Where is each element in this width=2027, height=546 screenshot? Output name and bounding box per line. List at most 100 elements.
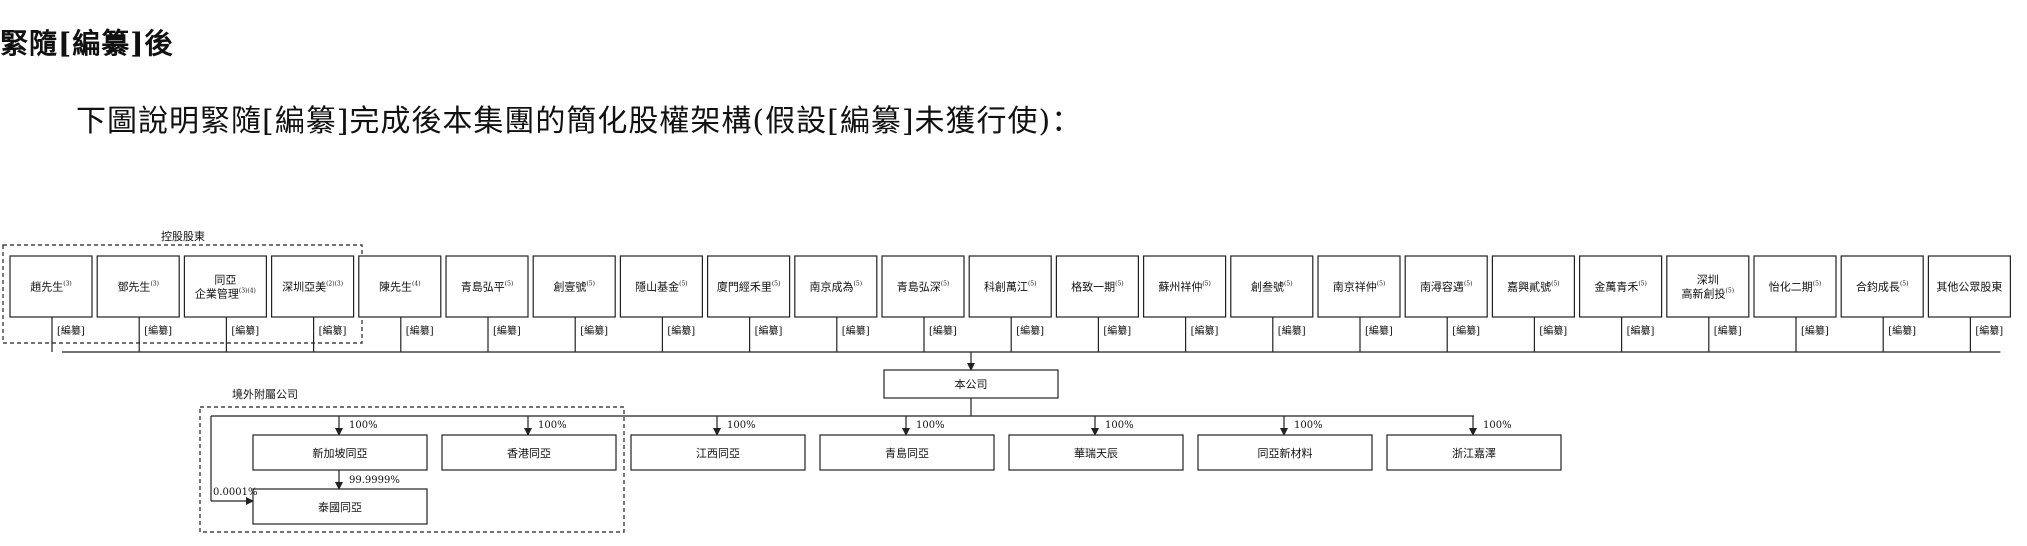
shareholder-label: 廈門經禾里(5): [717, 280, 781, 294]
subsidiary-box: [1386, 434, 1562, 471]
shareholder-label: 鄧先生(3): [117, 280, 159, 294]
shareholder-box: [794, 255, 878, 318]
shareholding-label: [編纂]: [842, 324, 870, 337]
subsidiary-label: 江西同亞: [696, 447, 740, 460]
shareholder-box: [1142, 255, 1227, 318]
shareholding-label: [編纂]: [1191, 324, 1219, 337]
shareholding-label: [編纂]: [1888, 324, 1916, 337]
shareholder-label: 蘇州祥仲(5): [1158, 280, 1211, 294]
shareholder-label: 南潯容邁(5): [1420, 280, 1473, 294]
shareholder-label: 隱山基金(5): [635, 280, 688, 294]
shareholder-label: 高新創投(5): [1682, 287, 1735, 301]
shareholder-box: [1578, 255, 1663, 318]
controlling-group-label: 控股股東: [161, 229, 205, 243]
subsidiary-label: 新加坡同亞: [313, 446, 368, 460]
shareholder-label: 金萬青禾(5): [1594, 280, 1647, 294]
shareholder-box: [532, 255, 616, 318]
shareholder-label: 怡化二期(5): [1769, 280, 1822, 294]
shareholder-box: [881, 255, 965, 318]
subsidiary-percentage: 100%: [1105, 420, 1134, 431]
shareholder-box: [1404, 255, 1488, 318]
shareholder-label: 合鈞成長(5): [1856, 280, 1909, 294]
company-box: [883, 369, 1059, 399]
shareholding-label: [編纂]: [1714, 324, 1742, 337]
subsidiary-percentage: 100%: [538, 420, 567, 431]
subsidiary-box: [1008, 434, 1184, 471]
shareholder-box: [1840, 255, 1924, 318]
shareholder-label: 深圳: [1697, 274, 1719, 287]
overseas-group-label: 境外附屬公司: [232, 387, 298, 401]
shareholding-label: [編纂]: [493, 324, 521, 337]
subsidiary-percentage: 100%: [1294, 420, 1323, 431]
shareholding-label: [編纂]: [319, 324, 347, 337]
subsidiary-label: 華瑞天辰: [1074, 446, 1118, 460]
shareholding-label: [編纂]: [231, 324, 259, 337]
shareholder-label: 陳先生(4): [379, 280, 421, 294]
subsidiary-label: 同亞新材料: [1258, 446, 1313, 460]
subsidiary-box: [441, 434, 617, 471]
shareholder-box: [1055, 255, 1140, 318]
shareholding-label: [編纂]: [406, 324, 434, 337]
shareholder-label: 科創萬江(5): [984, 280, 1036, 294]
shareholding-label: [編纂]: [1103, 324, 1131, 337]
shareholder-box: [968, 255, 1052, 318]
shareholder-box: [1317, 255, 1401, 318]
shareholding-label: [編纂]: [755, 324, 783, 337]
shareholder-box: [96, 255, 180, 318]
shareholding-label: [編纂]: [1016, 324, 1044, 337]
subsidiary-label: 浙江嘉澤: [1452, 446, 1496, 460]
shareholder-box: [271, 255, 355, 318]
shareholder-label: 南京成為(5): [810, 280, 863, 294]
subsidiary-label: 青島同亞: [885, 446, 929, 460]
subsidiary-percentage: 100%: [1483, 420, 1512, 431]
shareholder-box: [1666, 255, 1750, 318]
subsidiary-percentage: 100%: [916, 420, 945, 431]
shareholding-label: [編纂]: [1452, 324, 1480, 337]
shareholder-label: 同亞: [214, 274, 236, 287]
shareholder-box: [1927, 255, 2012, 318]
shareholder-label: 南京祥仲(5): [1333, 280, 1386, 294]
shareholding-label: [編纂]: [1539, 324, 1567, 337]
shareholding-label: [編纂]: [929, 324, 957, 337]
company-label: 本公司: [955, 377, 988, 391]
shareholding-label: [編纂]: [667, 324, 695, 337]
shareholding-label: [編纂]: [57, 324, 85, 337]
thailand-label: 泰國同亞: [318, 500, 362, 514]
shareholder-box: [619, 255, 704, 318]
shareholder-label: 嘉興貳號(5): [1507, 280, 1560, 294]
shareholding-label: [編纂]: [1278, 324, 1306, 337]
shareholding-label: [編纂]: [144, 324, 172, 337]
shareholding-label: [編纂]: [1801, 324, 1829, 337]
shareholder-label: 青島弘深(5): [897, 280, 950, 294]
shareholder-box: [1491, 255, 1576, 318]
shareholder-box: [445, 255, 529, 318]
shareholder-box: [9, 255, 93, 318]
subsidiary-percentage: 100%: [349, 420, 378, 431]
shareholding-label: [編纂]: [1627, 324, 1655, 337]
intro-paragraph: 下圖說明緊隨[編纂]完成後本集團的簡化股權架構(假設[編纂]未獲行使)：: [76, 104, 1083, 139]
shareholding-label: [編纂]: [580, 324, 608, 337]
thailand-box: [252, 488, 428, 525]
overseas-subsidiaries-group: [199, 406, 625, 533]
shareholder-box: [706, 255, 791, 318]
shareholding-label: [編纂]: [1365, 324, 1393, 337]
shareholder-box: [183, 255, 267, 318]
shareholder-label: 格致一期(5): [1071, 280, 1124, 294]
shareholder-box: [358, 255, 442, 318]
page-heading: 緊隨[編纂]後: [0, 27, 174, 60]
shareholder-label: 趙先生(3): [30, 280, 72, 294]
subsidiary-label: 香港同亞: [507, 447, 551, 460]
shareholder-label: 創壹號(5): [553, 280, 595, 294]
shareholder-box: [1230, 255, 1314, 318]
thailand-percentage-from-company: 0.0001%: [213, 487, 258, 498]
subsidiary-box: [819, 434, 995, 471]
subsidiary-box: [252, 434, 428, 471]
shareholder-box: [1753, 255, 1837, 318]
subsidiary-box: [630, 434, 806, 471]
subsidiary-box: [1197, 434, 1373, 471]
shareholder-label: 青島弘平(5): [461, 280, 514, 294]
subsidiary-percentage: 100%: [727, 420, 756, 431]
shareholding-label: [編纂]: [1975, 324, 2003, 337]
shareholder-label: 其他公眾股東: [1936, 281, 2002, 294]
